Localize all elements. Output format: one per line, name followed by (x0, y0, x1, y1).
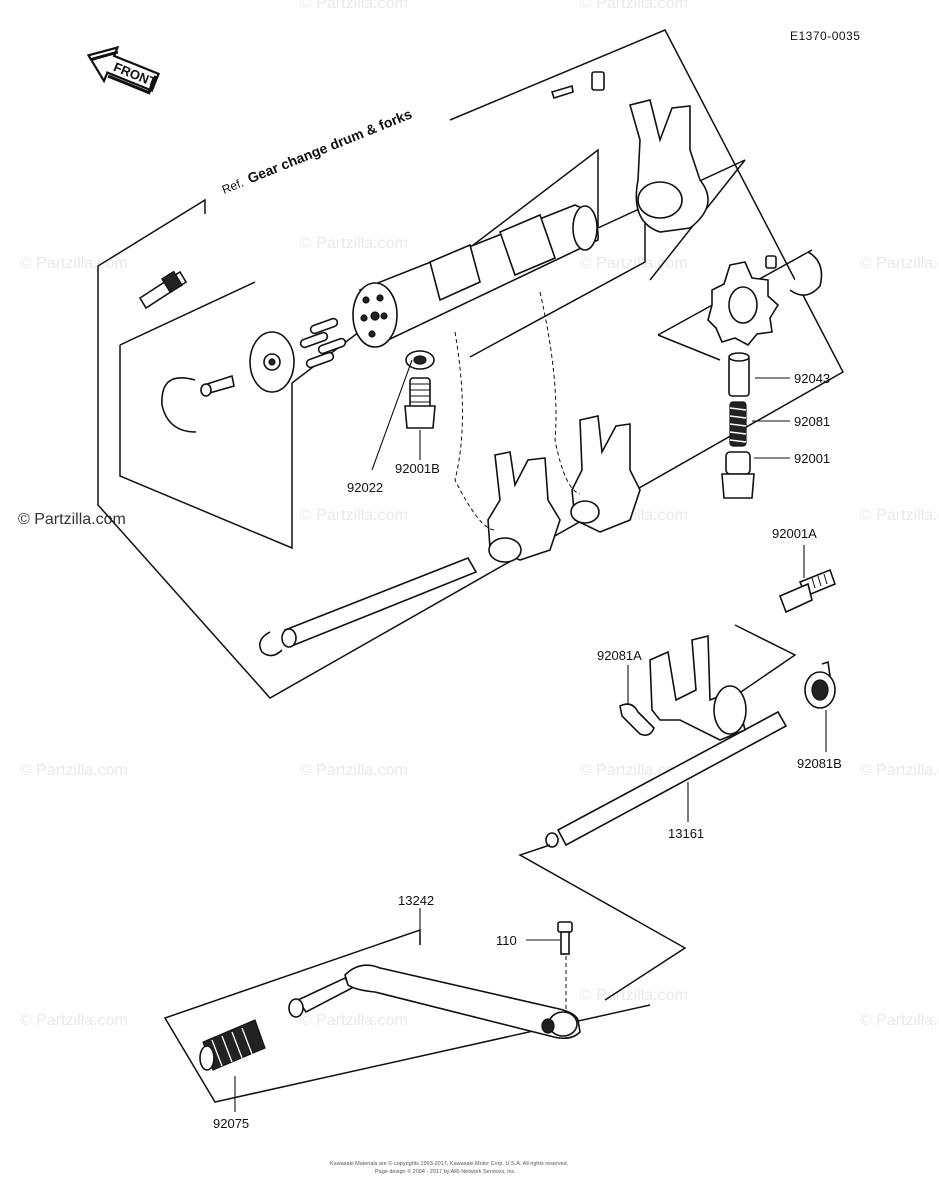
leader-lines (234, 359, 827, 1112)
part-92001-bolt (721, 451, 755, 499)
watermark: © Partzilla.com (860, 507, 939, 524)
part-13242-shift-pedal (288, 964, 581, 1040)
part-label: 92081 (794, 414, 830, 429)
shift-fork-top (629, 99, 709, 233)
watermark: © Partzilla.com (580, 0, 688, 12)
neutral-switch (138, 270, 188, 310)
footer-line: Kawasaki Materials are © copyrights 1993… (330, 1160, 569, 1167)
fork-shaft (259, 557, 478, 657)
ref-title: Gear change drum & forks (245, 106, 414, 187)
watermark: © Partzilla.com (300, 235, 408, 252)
part-110-bolt (557, 921, 573, 955)
watermark: © Partzilla.com (20, 255, 128, 272)
watermark: © Partzilla.com (300, 762, 408, 779)
watermark: © Partzilla.com (20, 1012, 128, 1029)
ref-code: E1370-0035 (790, 29, 860, 43)
part-92022-washer (405, 350, 435, 370)
watermark: © Partzilla.com (860, 762, 939, 779)
watermark: © Partzilla.com (860, 255, 939, 272)
watermark: © Partzilla.com (580, 987, 688, 1004)
part-92043-holder (728, 352, 750, 397)
part-label: 92081A (597, 648, 642, 663)
part-13161-shift-shaft (545, 634, 788, 848)
part-label: 13242 (398, 893, 434, 908)
part-label: 92001B (395, 461, 440, 476)
small-pin (765, 255, 777, 269)
frame-pedal-section (163, 844, 687, 1103)
fork-pin (550, 71, 605, 99)
part-92081B-spring (804, 660, 836, 709)
part-label: 92081B (797, 756, 842, 771)
drum-star-plate (707, 261, 780, 347)
watermark: © Partzilla.com (580, 255, 688, 272)
circlip-small (789, 251, 823, 296)
part-92001A-bolt (778, 568, 837, 614)
watermark: © Partzilla.com (300, 507, 408, 524)
watermark: © Partzilla.com (860, 1012, 939, 1029)
watermark: © Partzilla.com (20, 762, 128, 779)
ref-heading: Ref. Gear change drum & forks (220, 106, 414, 197)
shift-fork-left (487, 451, 561, 563)
drum-cam-plate (249, 331, 295, 393)
part-label: 92075 (213, 1116, 249, 1131)
shift-fork-right (570, 415, 641, 533)
watermark-strong: © Partzilla.com (18, 511, 126, 528)
watermark-layer: © Partzilla.com © Partzilla.com © Partzi… (20, 0, 939, 1029)
part-92081-spring (729, 401, 747, 447)
dashed-guide (539, 291, 581, 495)
drum-pins (299, 317, 347, 369)
gear-change-drum (352, 204, 599, 348)
watermark: © Partzilla.com (300, 0, 408, 12)
footer-copyright: Kawasaki Materials are © copyrights 1993… (330, 1160, 569, 1175)
watermark: © Partzilla.com (300, 1012, 408, 1029)
circlip-large (161, 377, 197, 433)
part-label: 92001A (772, 526, 817, 541)
part-label: 110 (496, 933, 517, 948)
part-label: 92001 (794, 451, 830, 466)
part-label: 13161 (668, 826, 704, 841)
part-label: 92043 (794, 371, 830, 386)
dashed-guide (454, 331, 496, 531)
front-arrow-icon: FRONT (86, 45, 161, 95)
footer-line: Page design © 2004 - 2017 by ARI Network… (375, 1168, 516, 1175)
part-92081A-spring (619, 703, 655, 736)
cam-bolt (200, 374, 235, 397)
ref-prefix: Ref. (220, 176, 246, 197)
part-92075-rubber (199, 1019, 266, 1071)
part-92001B-bolt (404, 377, 436, 429)
part-label: 92022 (347, 480, 383, 495)
part-labels: 92043 92081 92001 92022 92001B 92001A 92… (213, 371, 842, 1131)
